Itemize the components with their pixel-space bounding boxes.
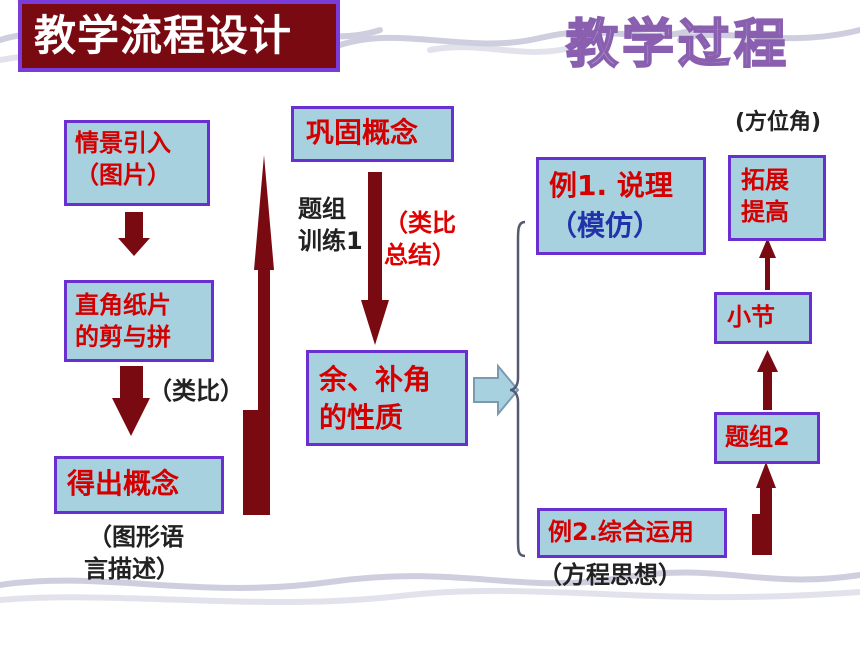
arrow-section-to-extend	[759, 238, 776, 290]
arrow-consolidate-to-property	[361, 172, 389, 345]
arrow-group2-to-section	[757, 350, 778, 410]
consolidate-label: 巩固概念	[306, 116, 419, 149]
arrows-right	[752, 238, 778, 555]
concept-label: 得出概念	[67, 467, 180, 500]
paper-cut-box: 直角纸片 的剪与拼	[64, 280, 214, 362]
bearing-note: (方位角)	[735, 110, 822, 135]
arrows-left	[112, 155, 274, 515]
arrow-example2-to-group2	[752, 462, 776, 555]
section-label: 小节	[727, 303, 775, 331]
figure-language-note-1: （图形语	[88, 523, 184, 551]
intro-sublabel: （图片）	[75, 161, 171, 189]
consolidate-box: 巩固概念	[291, 106, 454, 162]
example1-box: 例1. 说理 （模仿）	[536, 157, 706, 255]
curly-brace	[509, 220, 526, 558]
figure-language-note-2: 言描述）	[84, 555, 180, 583]
section-box: 小节	[714, 292, 812, 344]
group2-box: 题组2	[714, 412, 820, 464]
arrow-property-to-examples	[473, 363, 520, 417]
extend-sublabel: 提高	[741, 198, 789, 226]
analogy-note: （类比）	[148, 377, 244, 405]
page-title: 教学流程设计	[18, 0, 340, 72]
summary-label-1: （类比	[384, 209, 456, 237]
example1-sublabel: （模仿）	[549, 209, 662, 242]
arrow-paper-to-concept	[112, 366, 150, 436]
example2-label: 例2.综合运用	[548, 518, 694, 546]
intro-label: 情景引入	[75, 129, 171, 157]
extend-box: 拓展 提高	[728, 155, 826, 241]
drill-label-1: 题组	[298, 195, 346, 223]
extend-label: 拓展	[741, 166, 789, 194]
arrow-intro-to-paper	[118, 212, 150, 256]
example1-label: 例1. 说理	[549, 169, 673, 202]
equation-idea-note: （方程思想）	[538, 561, 682, 589]
summary-label-2: 总结）	[384, 241, 456, 269]
drill-label-2: 训练1	[298, 227, 363, 255]
intro-box: 情景引入 （图片）	[64, 120, 210, 206]
paper-cut-label: 直角纸片	[75, 291, 171, 319]
example2-box: 例2.综合运用	[537, 508, 727, 558]
group2-label: 题组2	[725, 423, 790, 451]
arrow-rising	[243, 155, 274, 515]
paper-cut-sublabel: 的剪与拼	[75, 323, 171, 351]
corner-title: 教学过程	[565, 14, 791, 76]
property-sublabel: 的性质	[319, 401, 404, 434]
property-label: 余、补角	[319, 363, 432, 396]
concept-box: 得出概念	[54, 456, 224, 514]
property-box: 余、补角 的性质	[306, 350, 468, 446]
